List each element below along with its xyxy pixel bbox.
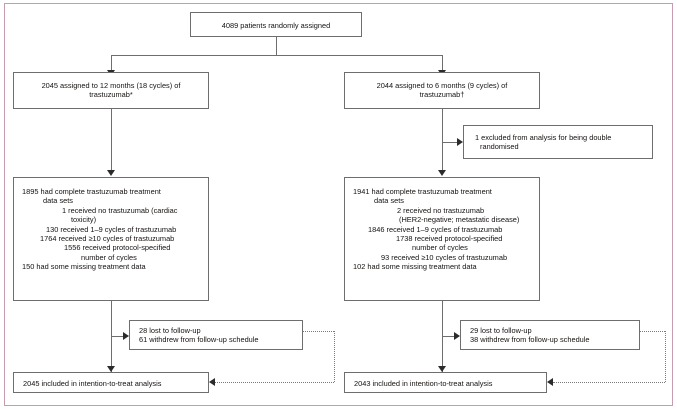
arrow-right-followup — [454, 332, 460, 340]
allocation-left-line-2: trastuzumab* — [89, 90, 133, 100]
treatment-right-line-9: 102 had some missing treatment data — [353, 262, 477, 272]
connector-left-drop — [111, 55, 112, 72]
followup-left-line-2: 61 withdrew from follow-up schedule — [139, 335, 259, 345]
treatment-left-line-1: 1895 had complete trastuzumab treatment — [22, 187, 161, 196]
enrollment-line-1: 4089 patients randomly assigned — [221, 21, 331, 30]
excluded-right-line-2: randomised — [480, 142, 519, 152]
connector-left-to-followup — [111, 336, 125, 337]
treatment-left-line-7: 1556 received protocol-specified — [64, 243, 171, 253]
treatment-right-line-6: 1738 received protocol-specified — [396, 234, 503, 244]
treatment-left-line-3: 1 received no trastuzumab (cardiac — [62, 205, 178, 215]
arrow-left-analysis — [107, 366, 115, 372]
connector-right-to-followup — [442, 336, 456, 337]
analysis-right-line-1: 2043 included in intention-to-treat anal… — [354, 379, 493, 388]
node-treatment-left: 1895 had complete trastuzumab treatment … — [13, 177, 209, 301]
followup-right-line-2: 38 withdrew from follow-up schedule — [470, 335, 590, 345]
dotted-left-followup-out — [303, 331, 334, 332]
arrow-into-left-analysis — [209, 378, 215, 386]
node-analysis-left: 2045 included in intention-to-treat anal… — [13, 372, 209, 393]
treatment-right-line-5: 1846 received 1–9 cycles of trastuzumab — [368, 224, 503, 234]
dotted-right-into-analysis — [553, 382, 665, 383]
node-analysis-right: 2043 included in intention-to-treat anal… — [344, 372, 547, 393]
treatment-right-line-7: number of cycles — [412, 243, 468, 253]
treatment-right-line-3: 2 received no trastuzumab — [397, 205, 485, 215]
treatment-right-line-2: data sets — [374, 196, 404, 206]
node-followup-right: 29 lost to follow-up 38 withdrew from fo… — [460, 320, 640, 350]
analysis-left-line-1: 2045 included in intention-to-treat anal… — [23, 379, 162, 388]
arrow-into-right-analysis — [547, 378, 553, 386]
treatment-left-line-9: 150 had some missing treatment data — [22, 262, 146, 272]
treatment-left-line-6: 1764 received ≥10 cycles of trastuzumab — [40, 234, 175, 244]
dotted-right-followup-out — [640, 331, 665, 332]
treatment-right-line-4: (HER2-negative; metastatic disease) — [399, 215, 520, 225]
arrow-right-treatment — [438, 170, 446, 176]
dotted-right-vertical — [665, 331, 666, 382]
treatment-left-line-8: number of cycles — [81, 252, 137, 262]
arrow-right-analysis — [438, 366, 446, 372]
connector-split-horizontal — [111, 55, 442, 56]
node-excluded-right: 1 excluded from analysis for being doubl… — [463, 125, 653, 159]
followup-right-line-1: 29 lost to follow-up — [470, 326, 532, 335]
treatment-left-line-4: toxicity) — [71, 215, 97, 225]
treatment-right-line-8: 93 received ≥10 cycles of trastuzumab — [381, 252, 508, 262]
excluded-right-line-1: 1 excluded from analysis for being doubl… — [475, 133, 612, 142]
treatment-right-line-1: 1941 had complete trastuzumab treatment — [353, 187, 492, 196]
arrow-right-excluded — [457, 138, 463, 146]
node-allocation-left: 2045 assigned to 12 months (18 cycles) o… — [13, 72, 209, 109]
allocation-right-line-1: 2044 assigned to 6 months (9 cycles) of — [376, 81, 508, 90]
followup-left-line-1: 28 lost to follow-up — [139, 326, 201, 335]
connector-right-to-excluded — [442, 142, 459, 143]
node-enrollment: 4089 patients randomly assigned — [190, 12, 362, 37]
node-followup-left: 28 lost to follow-up 61 withdrew from fo… — [129, 320, 303, 350]
connector-left-alloc-to-treatment — [111, 109, 112, 173]
treatment-left-line-2: data sets — [43, 196, 73, 206]
node-treatment-right: 1941 had complete trastuzumab treatment … — [344, 177, 540, 301]
connector-right-alloc-to-treatment — [442, 109, 443, 173]
dotted-left-vertical — [334, 331, 335, 382]
node-allocation-right: 2044 assigned to 6 months (9 cycles) of … — [344, 72, 540, 109]
dotted-left-into-analysis — [215, 382, 334, 383]
allocation-left-line-1: 2045 assigned to 12 months (18 cycles) o… — [41, 81, 181, 90]
arrow-left-treatment — [107, 170, 115, 176]
arrow-left-followup — [123, 332, 129, 340]
connector-enrollment-stem — [276, 37, 277, 55]
treatment-left-line-5: 130 received 1–9 cycles of trastuzumab — [46, 224, 177, 234]
connector-right-drop — [442, 55, 443, 72]
allocation-right-line-2: trastuzumab† — [419, 90, 465, 100]
